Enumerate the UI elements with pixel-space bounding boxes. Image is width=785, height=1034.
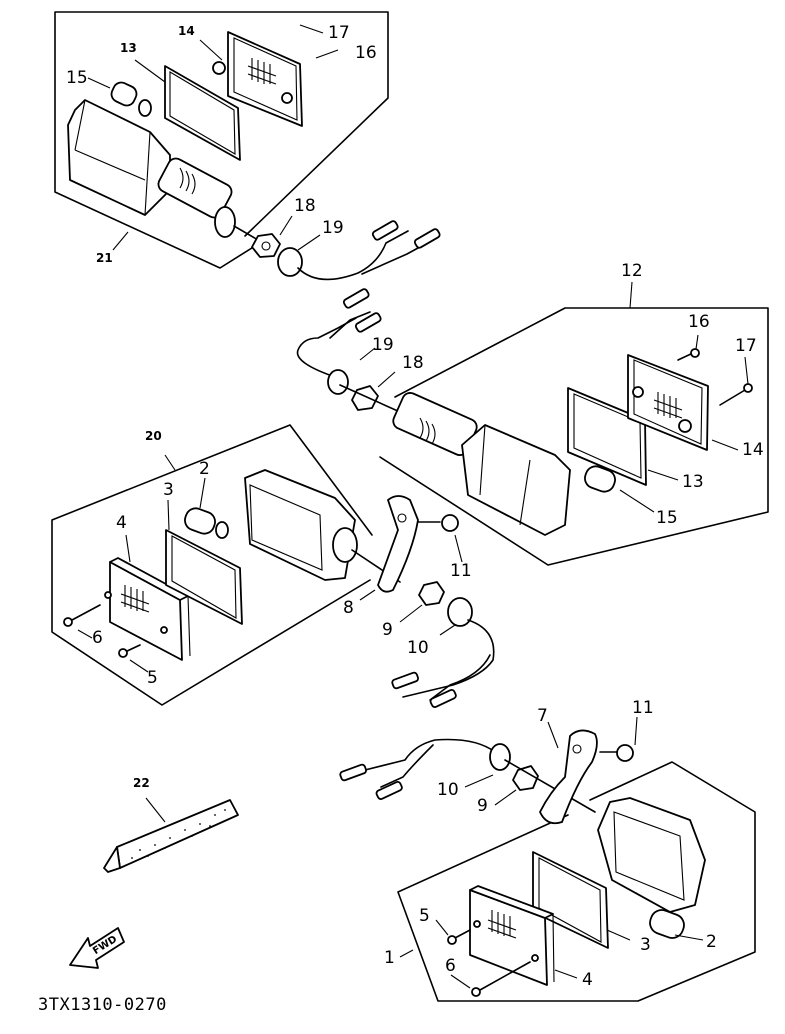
callout-8: 8 xyxy=(343,598,354,618)
lens-14-right xyxy=(627,354,709,451)
callout-4-right: 4 xyxy=(582,970,593,990)
callout-5-left: 5 xyxy=(147,668,158,688)
assembly-12-outline xyxy=(379,281,769,566)
callout-19-top: 19 xyxy=(322,218,344,238)
callout-3-left: 3 xyxy=(163,480,174,500)
callout-20: 20 xyxy=(145,429,162,443)
callout-4-left: 4 xyxy=(116,513,127,533)
bracket-7 xyxy=(539,729,598,825)
lens-frame-3-right xyxy=(532,851,609,949)
drawing-code: 3TX1310-0270 xyxy=(38,995,167,1015)
callout-13-top: 13 xyxy=(120,41,137,55)
callout-14-mid: 14 xyxy=(742,440,764,460)
nut-18-top xyxy=(251,233,281,258)
callout-1: 1 xyxy=(384,948,395,968)
nut-9-left xyxy=(418,581,445,606)
callout-10-left: 10 xyxy=(407,638,429,658)
bulb-15 xyxy=(110,81,152,117)
housing-20 xyxy=(244,469,401,583)
callout-5-right: 5 xyxy=(419,906,430,926)
callout-19-mid: 19 xyxy=(372,335,394,355)
callout-12: 12 xyxy=(621,261,643,281)
callout-7: 7 xyxy=(537,706,548,726)
screws-1 xyxy=(447,929,531,997)
callout-17-mid: 17 xyxy=(735,336,757,356)
grommet-10-left xyxy=(391,597,495,708)
wire-harness-12 xyxy=(296,288,401,413)
wire-harness-1 xyxy=(339,738,596,813)
callout-3-right: 3 xyxy=(640,935,651,955)
callout-9-left: 9 xyxy=(382,620,393,640)
tape-22 xyxy=(103,797,239,873)
assembly-1-outline xyxy=(397,761,756,1002)
callout-11-left: 11 xyxy=(450,561,472,581)
callout-2-right: 2 xyxy=(706,932,717,952)
leaders-21 xyxy=(87,24,339,251)
callout-15-top: 15 xyxy=(66,68,88,88)
housing-12 xyxy=(392,392,571,536)
callout-18-mid: 18 xyxy=(402,353,424,373)
callout-9-right: 9 xyxy=(477,796,488,816)
callout-6-left: 6 xyxy=(92,628,103,648)
callout-14-top: 14 xyxy=(178,24,195,38)
callout-16-mid: 16 xyxy=(688,312,710,332)
bolt-11-left xyxy=(417,514,459,532)
housing-21 xyxy=(67,99,266,245)
bulb-2-right xyxy=(649,909,685,939)
callout-16-top: 16 xyxy=(355,43,377,63)
screws-12 xyxy=(677,348,753,406)
callout-18-top: 18 xyxy=(294,196,316,216)
leaders-20 xyxy=(77,477,463,673)
leaders-1 xyxy=(435,716,704,989)
callout-6-right: 6 xyxy=(445,956,456,976)
lens-4-right xyxy=(469,885,555,986)
callout-21: 21 xyxy=(96,251,113,265)
callout-2-left: 2 xyxy=(199,459,210,479)
bracket-8 xyxy=(377,495,419,593)
callout-10-right: 10 xyxy=(437,780,459,800)
wire-harness-top xyxy=(297,220,441,281)
callout-11-right: 11 xyxy=(632,698,654,718)
grommet-19-top xyxy=(277,247,303,277)
lens-frame-3-left xyxy=(165,529,243,625)
assembly-21-outline xyxy=(54,11,389,269)
assembly-20-outline xyxy=(51,424,373,706)
lens-frame-13 xyxy=(164,65,241,161)
callout-13-mid: 13 xyxy=(682,472,704,492)
callout-15-mid: 15 xyxy=(656,508,678,528)
bolt-11-right xyxy=(599,744,634,762)
callout-22: 22 xyxy=(133,776,150,790)
screws-20 xyxy=(63,604,141,658)
leaders-12 xyxy=(359,334,749,513)
lens-frame-13-right xyxy=(567,387,647,486)
lens-14 xyxy=(212,31,303,127)
housing-1 xyxy=(597,797,706,913)
lens-4-left xyxy=(104,557,191,661)
forward-direction-arrow xyxy=(69,927,125,969)
bulb-15-right xyxy=(584,465,616,493)
bulb-2-left xyxy=(184,507,229,539)
callout-17-top: 17 xyxy=(328,23,350,43)
